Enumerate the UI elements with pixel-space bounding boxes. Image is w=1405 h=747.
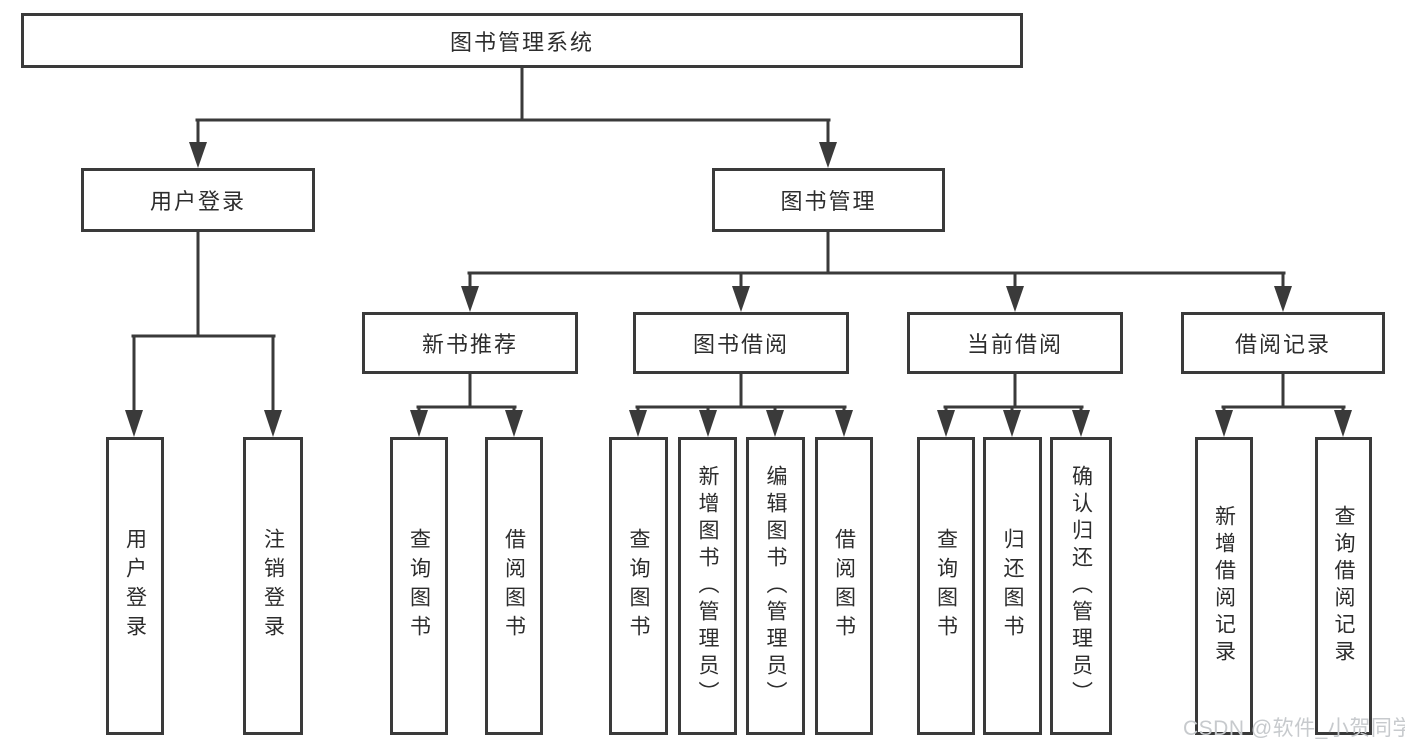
node-leaf-confirm-return-admin-label: 确认归还（管理员） (1069, 464, 1093, 708)
node-leaf-current-query-books-label: 查询图书 (934, 528, 958, 644)
node-new-book-recommend-label: 新书推荐 (421, 332, 518, 357)
node-leaf-user-login: 用户登录 (106, 437, 164, 735)
node-leaf-borrowing-query-books-label: 查询图书 (627, 528, 650, 644)
node-leaf-add-borrow-record-label: 新增借阅记录 (1212, 505, 1236, 667)
node-library-system-label: 图书管理系统 (449, 29, 594, 55)
node-leaf-current-query-books: 查询图书 (917, 437, 975, 735)
node-library-system: 图书管理系统 (21, 13, 1023, 68)
node-leaf-newbook-query-books-label: 查询图书 (407, 528, 431, 644)
node-book-borrowing: 图书借阅 (633, 312, 849, 374)
node-leaf-newbook-borrow-books: 借阅图书 (485, 437, 543, 735)
node-book-management: 图书管理 (712, 168, 945, 232)
node-leaf-add-books-admin-label: 新增图书（管理员） (696, 464, 719, 708)
node-leaf-add-borrow-record: 新增借阅记录 (1195, 437, 1253, 735)
node-leaf-borrowing-query-books: 查询图书 (609, 437, 668, 735)
node-leaf-edit-books-admin-label: 编辑图书（管理员） (764, 464, 787, 708)
node-leaf-logout-label: 注销登录 (261, 528, 285, 644)
node-new-book-recommend: 新书推荐 (362, 312, 578, 374)
node-current-borrowing-label: 当前借阅 (966, 332, 1063, 357)
node-leaf-edit-books-admin: 编辑图书（管理员） (746, 437, 805, 735)
node-book-management-label: 图书管理 (780, 189, 877, 214)
node-leaf-query-borrow-record: 查询借阅记录 (1315, 437, 1372, 735)
node-leaf-query-borrow-record-label: 查询借阅记录 (1332, 505, 1355, 667)
node-user-login: 用户登录 (81, 168, 315, 232)
node-leaf-borrowing-borrow-books-label: 借阅图书 (832, 528, 856, 644)
node-leaf-return-books-label: 归还图书 (1001, 528, 1024, 644)
node-leaf-return-books: 归还图书 (983, 437, 1042, 735)
node-user-login-label: 用户登录 (149, 189, 246, 214)
csdn-watermark: CSDN @软件_小贺同学 (1183, 717, 1405, 740)
node-current-borrowing: 当前借阅 (907, 312, 1123, 374)
node-borrowing-records-label: 借阅记录 (1234, 332, 1331, 357)
node-book-borrowing-label: 图书借阅 (692, 332, 789, 357)
node-leaf-confirm-return-admin: 确认归还（管理员） (1050, 437, 1112, 735)
node-leaf-logout: 注销登录 (243, 437, 303, 735)
node-leaf-add-books-admin: 新增图书（管理员） (678, 437, 737, 735)
node-borrowing-records: 借阅记录 (1181, 312, 1385, 374)
node-leaf-user-login-label: 用户登录 (123, 528, 147, 644)
node-leaf-newbook-query-books: 查询图书 (390, 437, 448, 735)
node-leaf-newbook-borrow-books-label: 借阅图书 (502, 528, 526, 644)
node-leaf-borrowing-borrow-books: 借阅图书 (815, 437, 873, 735)
